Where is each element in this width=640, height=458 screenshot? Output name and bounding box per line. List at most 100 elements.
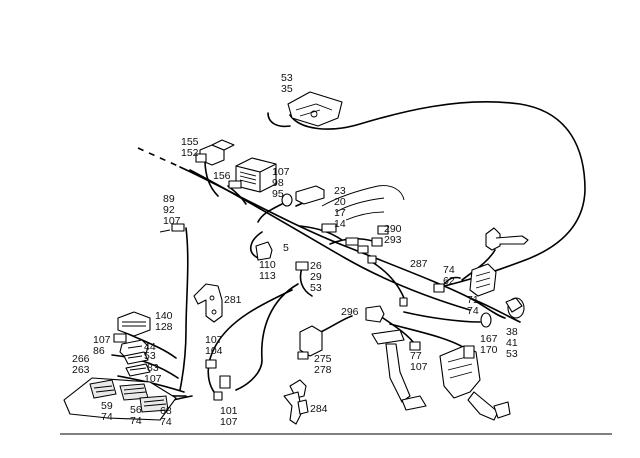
callout-number: 53 [310, 282, 322, 294]
callout-number: 107 [144, 373, 162, 385]
callout-number: 107 [163, 215, 181, 227]
callout-number: 95 [272, 188, 284, 200]
callout-number: 290 [384, 223, 402, 235]
callout-number: 104 [205, 345, 223, 357]
connector-26 [295, 261, 309, 271]
callout-number: 53 [281, 72, 293, 84]
bracket-275 [297, 325, 323, 360]
callout-number: 62 [443, 275, 455, 287]
wire-71-74 [469, 297, 506, 319]
callout-number: 92 [163, 204, 175, 216]
callout-number: 44 [144, 341, 156, 353]
wire-107-98 [257, 203, 283, 223]
steering-switch-part [469, 227, 529, 297]
callout-number: 170 [480, 344, 498, 356]
interior-lamp-part [287, 91, 343, 127]
callout-number: 293 [384, 234, 402, 246]
callout-number: 155 [181, 136, 199, 148]
callout-number: 89 [163, 193, 175, 205]
callout-number: 59 [101, 400, 113, 412]
callout-number: 107 [410, 361, 428, 373]
callout-number: 167 [480, 333, 498, 345]
callout-number: 140 [155, 310, 173, 322]
connector-89 [159, 223, 185, 233]
round-connector-38 [480, 297, 525, 328]
callout-number: 278 [314, 364, 332, 376]
callout-number: 287 [410, 258, 428, 270]
callout-number: 296 [341, 306, 359, 318]
connector-101 [213, 375, 231, 401]
callout-number: 113 [259, 270, 276, 282]
control-module-156 [228, 157, 277, 193]
callout-number: 17 [334, 207, 346, 219]
connector-287 [367, 255, 377, 264]
main-harness-trunk-lower [189, 169, 471, 311]
connector-296 [365, 305, 385, 323]
callout-number: 5 [283, 242, 289, 254]
callout-number: 107 [93, 334, 111, 346]
connector-74-62 [433, 283, 445, 293]
callout-number: 86 [93, 345, 105, 357]
callout-number: 74 [160, 416, 172, 428]
connector-167 [463, 345, 475, 359]
callout-number: 156 [213, 170, 231, 182]
callout-c3: 156 [213, 170, 231, 182]
wire-38 [403, 311, 481, 323]
callout-c8: 5 [283, 242, 289, 254]
callout-number: 107 [220, 416, 238, 428]
callout-number: 281 [224, 294, 242, 306]
callout-c28: 284 [310, 403, 328, 415]
wire-155 [204, 159, 219, 197]
callout-number: 275 [314, 353, 332, 365]
callout-number: 263 [72, 364, 90, 376]
callout-number: 152 [181, 147, 199, 159]
callout-number: 74 [443, 264, 455, 276]
brake-pedal-assembly [371, 329, 511, 421]
callout-number: 74 [130, 415, 142, 427]
callout-number: 110 [259, 259, 276, 271]
connector-110 [255, 241, 273, 261]
wire-287 [371, 261, 405, 299]
wire-110 [250, 231, 263, 259]
callout-number: 53 [144, 350, 156, 362]
connector-107-104 [205, 359, 217, 369]
wire-to-footwell [235, 283, 299, 391]
wire-26 [299, 267, 313, 297]
callout-number: 101 [220, 405, 238, 417]
callout-number: 41 [506, 337, 518, 349]
fuse-relay-box [63, 311, 177, 421]
connector-95 [281, 185, 325, 207]
callout-c26: 83 [147, 362, 159, 374]
callout-number: 74 [101, 411, 113, 423]
wire-107-104 [207, 289, 293, 393]
callout-number: 98 [272, 177, 284, 189]
callout-number: 107 [272, 166, 290, 178]
callout-number: 74 [467, 305, 479, 317]
main-harness-trunk [179, 166, 521, 323]
callout-c11: 287 [410, 258, 428, 270]
callout-number: 107 [205, 334, 223, 346]
upper-loop-wire [289, 101, 586, 288]
callout-c23: 53 [144, 350, 156, 362]
callout-number: 26 [310, 260, 322, 272]
callout-c13: 281 [224, 294, 242, 306]
bracket-281 [193, 283, 223, 323]
